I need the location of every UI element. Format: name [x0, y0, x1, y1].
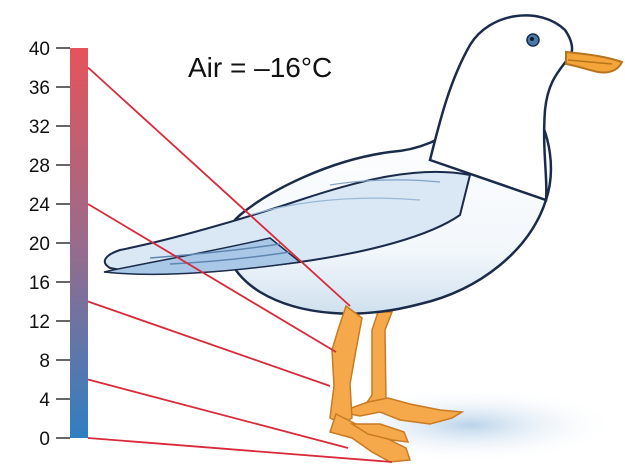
scale-tick-label: 24: [29, 195, 51, 216]
scale-tick-label: 32: [29, 117, 50, 138]
leader-line: [87, 378, 349, 449]
gull-wing: [103, 170, 472, 274]
scale-tick-label: 28: [29, 156, 50, 177]
leader-line: [87, 437, 393, 463]
leader-line: [87, 66, 351, 307]
scale-tick-label: 20: [29, 234, 50, 255]
scale-ticks: 0 4 8 12 16 20 24 28 32 36 40: [29, 39, 70, 450]
scale-tick-label: 16: [29, 273, 50, 294]
scale-tick-label: 40: [29, 39, 50, 60]
far-leg: [337, 311, 465, 425]
scale-tick-label: 4: [39, 390, 50, 411]
leader-line: [87, 203, 337, 353]
scale-tick-label: 0: [39, 429, 50, 450]
scale-tick-label: 8: [39, 351, 50, 372]
temperature-color-bar: [70, 48, 88, 438]
leader-line: [87, 300, 331, 387]
air-temperature-label: Air = –16°C: [188, 52, 333, 83]
near-leg: [329, 304, 412, 463]
gull-head: [428, 14, 574, 202]
scale-tick-label: 12: [29, 312, 50, 333]
scale-tick-label: 36: [29, 78, 50, 99]
